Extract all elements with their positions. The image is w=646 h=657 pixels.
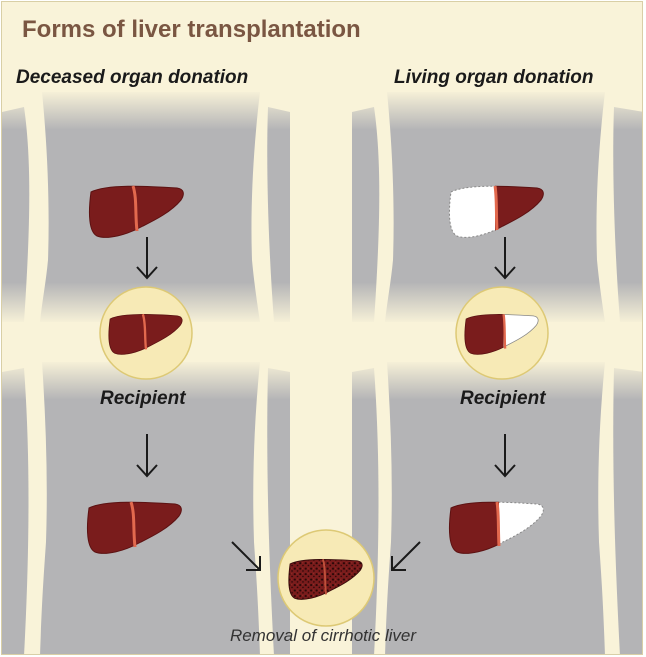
recipient-label-right: Recipient: [460, 388, 546, 410]
removal-caption: Removal of cirrhotic liver: [2, 626, 643, 646]
living-graft-circle: [456, 287, 548, 379]
deceased-graft-circle: [100, 287, 192, 379]
recipient-arm-left-outer: [2, 368, 29, 655]
recipient-label-left: Recipient: [100, 388, 186, 410]
cirrhotic-liver-circle: [278, 530, 374, 626]
recipient-arm-left-inner: [267, 368, 290, 655]
recipient-arm-right-inner: [613, 368, 643, 655]
